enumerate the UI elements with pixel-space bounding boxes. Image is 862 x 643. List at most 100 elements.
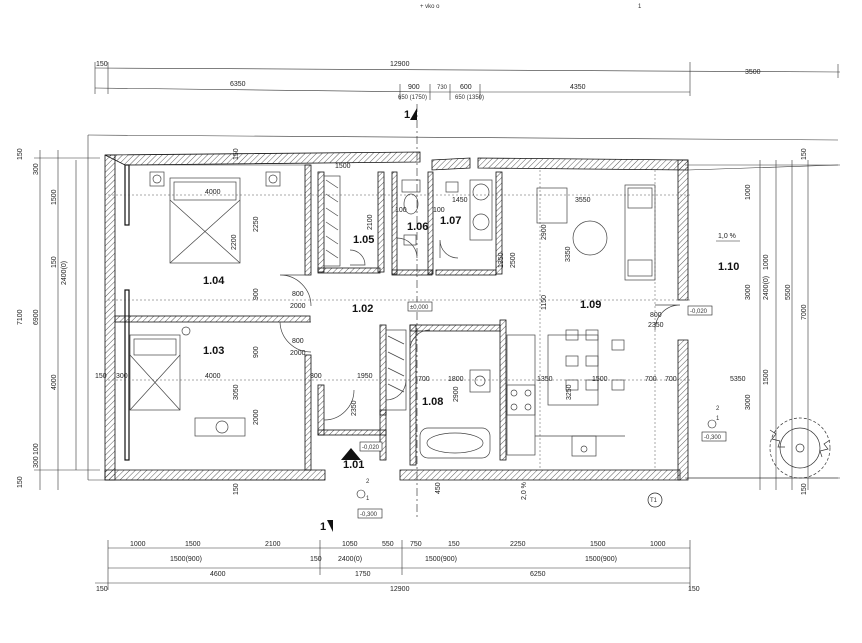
ldim-150c: 150 <box>17 476 24 488</box>
marker-1a: 1 <box>366 496 370 502</box>
idim-2000b: 2000 <box>290 350 306 357</box>
idim-150b: 150 <box>233 148 240 160</box>
hall-closet-shelves <box>385 329 407 411</box>
ldim-300: 300 <box>33 163 40 175</box>
marker-1b: 1 <box>716 416 720 422</box>
level-marks: ±0,000 -0,020 -0,020 -0,300 -0,300 <box>357 301 727 519</box>
bdim-1050: 1050 <box>342 541 358 548</box>
ldim-6900: 6900 <box>33 309 40 325</box>
idim-1350: 1350 <box>498 252 505 268</box>
idim-700c: 700 <box>418 376 430 383</box>
reference-markers: T1 2 1 2 1 1 <box>320 406 720 533</box>
idim-1500: 1500 <box>335 163 351 170</box>
ldim-1500: 1500 <box>51 189 58 205</box>
rdim-2400: 2400(0) <box>763 276 770 300</box>
room-label-107: 1.07 <box>440 215 461 227</box>
level-m300b: -0,300 <box>704 435 722 441</box>
bdim-150: 150 <box>448 541 460 548</box>
bdim-4600: 4600 <box>210 571 226 578</box>
dim-3500: 3500 <box>745 69 761 76</box>
bdim-550: 550 <box>382 541 394 548</box>
bdim-6250: 6250 <box>530 571 546 578</box>
idim-700a: 700 <box>645 376 657 383</box>
room-label-109: 1.09 <box>580 299 601 311</box>
top-fragment-b: 1 <box>638 4 642 10</box>
bdim-r1b-1: 150 <box>310 556 322 563</box>
idim-1500b: 1500 <box>592 376 608 383</box>
right-dimensions: 150 1000 1000 3000 2400(0) 5500 7000 150… <box>685 148 840 495</box>
bdim-end-right: 150 <box>688 586 700 593</box>
idim-300b: 300 <box>310 373 322 380</box>
slope-1: 1,0 % <box>718 233 736 240</box>
bathroom-108-fixtures <box>419 369 491 459</box>
rdim-150b: 150 <box>801 483 808 495</box>
idim-2900b: 2900 <box>453 386 460 402</box>
left-dimensions: 150 300 1500 2400(0) 150 7100 6900 4000 … <box>17 148 100 490</box>
living-109-furniture <box>506 184 656 457</box>
idim-3350: 3350 <box>565 246 572 262</box>
dim-door2: 600 <box>460 84 472 91</box>
idim-2200: 2200 <box>231 234 238 250</box>
ldim-100: 100 <box>33 443 40 455</box>
bedroom-104-furniture <box>149 171 281 264</box>
idim-800b: 800 <box>292 338 304 345</box>
slope-marks: 1,0 % 2,0 % <box>521 233 740 500</box>
dim-door1: 900 <box>408 84 420 91</box>
idim-800c: 800 <box>650 312 662 319</box>
idim-2350b: 2350 <box>351 400 358 416</box>
idim-2900: 2900 <box>541 224 548 240</box>
idim-1950: 1950 <box>357 373 373 380</box>
exterior-walls <box>104 151 689 481</box>
dim-door2b: 650 (1350) <box>455 95 484 101</box>
idim-450: 450 <box>435 482 442 494</box>
top-fragment-a: + vko o <box>420 4 440 10</box>
dim-left-150: 150 <box>96 61 108 68</box>
slope-2: 2,0 % <box>521 482 528 500</box>
marker-t1: T1 <box>650 498 658 504</box>
bdim-r1b-2: 2400(0) <box>338 556 362 563</box>
idim-1150: 1150 <box>541 295 548 310</box>
ldim-2400: 2400(0) <box>61 261 68 285</box>
idim-5350: 5350 <box>730 376 746 383</box>
entrance-arrow-icon <box>341 448 361 460</box>
idim-700b: 700 <box>665 376 677 383</box>
marker-2a: 2 <box>366 479 370 485</box>
dim-mid-730: 730 <box>437 85 448 91</box>
dim-door1b: 650 (1750) <box>398 95 427 101</box>
idim-3250: 3250 <box>566 384 573 400</box>
bdim-end-left: 150 <box>96 586 108 593</box>
section-label-bottom: 1 <box>320 521 326 533</box>
rdim-3000a: 3000 <box>745 284 752 300</box>
idim-100a: 100 <box>395 207 407 214</box>
bottom-dimensions: 1000 1500 2100 1050 550 750 150 2250 150… <box>95 540 700 593</box>
bdim-1750: 1750 <box>355 571 371 578</box>
section-label-top: 1 <box>404 109 410 121</box>
idim-2000c: 2000 <box>253 409 260 425</box>
bdim-r1b-3: 1500(900) <box>425 556 457 563</box>
ldim-150b: 150 <box>51 256 58 268</box>
level-m20a: -0,020 <box>690 309 708 315</box>
bathroom-107-fixtures <box>445 179 493 241</box>
room-label-101: 1.01 <box>343 459 364 471</box>
room-label-105: 1.05 <box>353 234 374 246</box>
room-label-102: 1.02 <box>352 303 373 315</box>
idim-2000a: 2000 <box>290 303 306 310</box>
tree-icon <box>769 417 831 479</box>
idim-1350b: 1350 <box>537 376 553 383</box>
ldim-150a: 150 <box>17 148 24 160</box>
idim-3050: 3050 <box>233 384 240 400</box>
idim-150: 150 <box>95 373 107 380</box>
room-label-110: 1.10 <box>718 261 739 273</box>
idim-2500: 2500 <box>510 252 517 268</box>
ldim-7100: 7100 <box>17 309 24 325</box>
idim-1450: 1450 <box>452 197 468 204</box>
room-label-106: 1.06 <box>407 221 428 233</box>
room-labels: 1.01 1.02 1.03 1.04 1.05 1.06 1.07 1.08 … <box>203 215 739 471</box>
ldim-4000: 4000 <box>51 374 58 390</box>
ldim-300b: 300 <box>33 456 40 468</box>
interior-dimensions: 4000 4000 2200 2250 800 2000 800 2000 90… <box>95 148 746 495</box>
idim-2250: 2250 <box>253 216 260 232</box>
dim-6350: 6350 <box>230 81 246 88</box>
bdim-total: 12900 <box>390 586 410 593</box>
idim-3550: 3550 <box>575 197 591 204</box>
